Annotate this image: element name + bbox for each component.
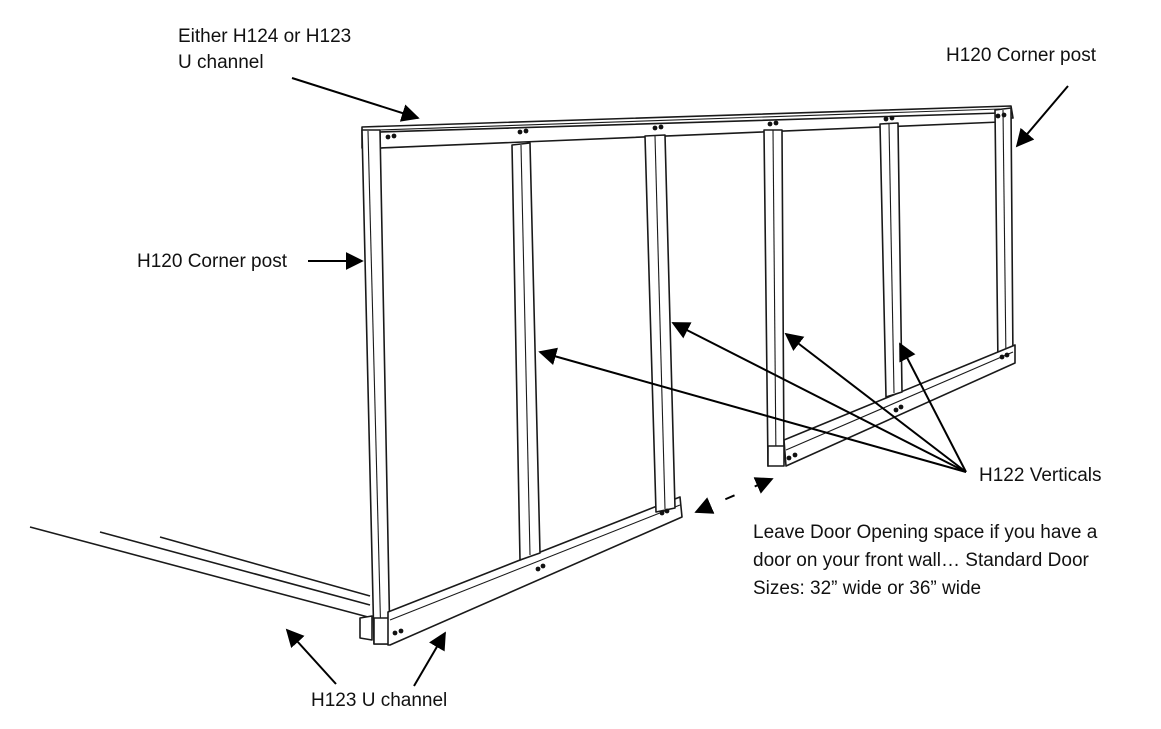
arrow-vertical-1 (538, 347, 967, 473)
door-note-line3: Sizes: 32” wide or 36” wide (753, 578, 982, 599)
arrow-bottom-channel-left (285, 628, 337, 685)
arrow-top-channel (291, 77, 420, 122)
label-top-channel: Either H124 or H123 U channel (178, 24, 351, 76)
arrow-vertical-3 (784, 332, 967, 473)
label-top-channel-line2: U channel (178, 52, 264, 73)
arrow-vertical-4 (899, 342, 967, 473)
label-door-note: Leave Door Opening space if you have a d… (753, 519, 1097, 603)
door-note-line1: Leave Door Opening space if you have a (753, 522, 1098, 543)
arrow-bottom-channel-right (413, 631, 446, 687)
arrow-door-opening (694, 477, 774, 514)
right-corner-post (994, 107, 1014, 367)
bottom-u-channel-left (387, 496, 683, 646)
h122-vertical-4 (879, 122, 903, 398)
label-bottom-channel: H123 U channel (311, 690, 448, 711)
label-corner-post-right: H120 Corner post (946, 45, 1096, 66)
label-top-channel-line1: Either H124 or H123 (178, 26, 352, 47)
door-note-line2: door on your front wall… Standard Door (753, 550, 1089, 571)
label-verticals: H122 Verticals (979, 465, 1102, 486)
floor-edge-lines (29, 526, 373, 641)
h122-vertical-3 (763, 129, 785, 467)
bolts (385, 112, 1010, 636)
h122-vertical-2 (644, 134, 676, 513)
h122-vertical-1 (511, 142, 541, 561)
arrow-corner-post-right (1015, 85, 1069, 148)
arrow-vertical-2 (671, 322, 967, 473)
top-u-channel (361, 105, 1014, 149)
callout-arrows (285, 77, 1069, 687)
left-corner-post (361, 129, 391, 645)
label-corner-post-left: H120 Corner post (137, 251, 287, 272)
